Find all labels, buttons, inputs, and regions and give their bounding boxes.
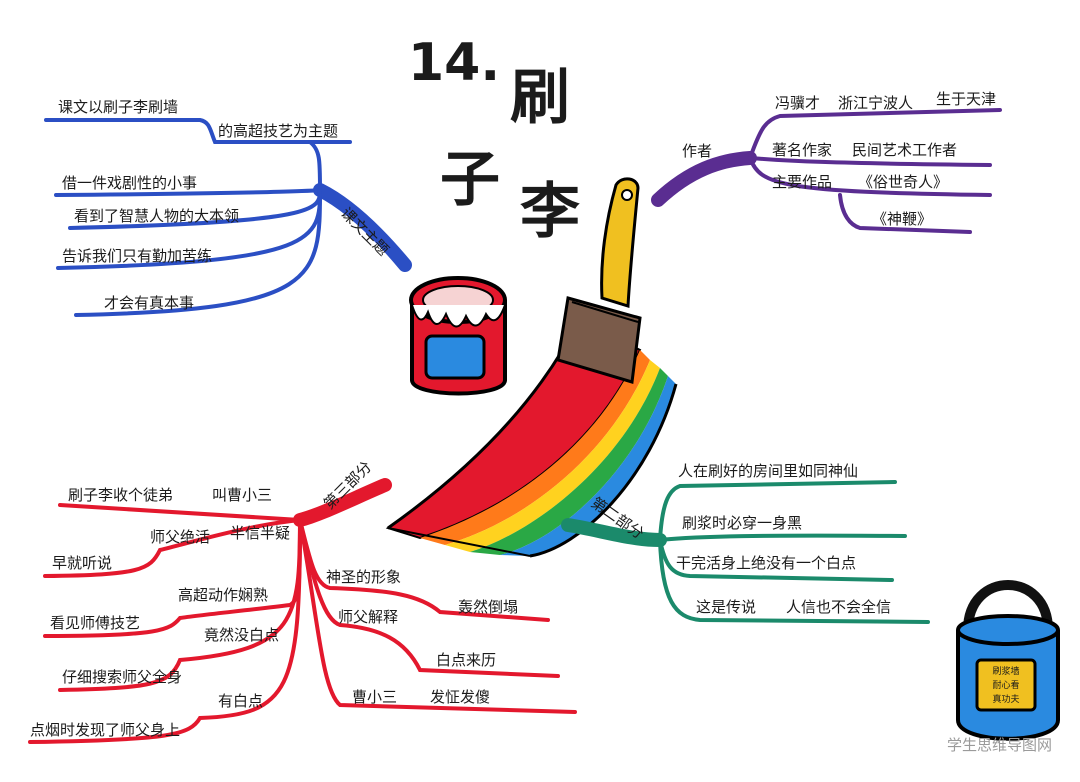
watermark: 学生思维导图网 <box>947 736 1052 754</box>
theme-item-5: 告诉我们只有勤加苦练 <box>62 247 212 265</box>
author-item-6: 主要作品 <box>772 173 832 191</box>
part2-item-4: 这是传说 <box>696 598 756 616</box>
theme-item-1: 课文以刷子李刷墙 <box>58 98 178 116</box>
author-item-1: 冯骥才 <box>775 94 820 112</box>
part3-item-16: 曹小三 <box>352 688 397 706</box>
part3-item-8: 竟然没白点 <box>204 626 279 644</box>
branch-author <box>651 108 1002 234</box>
part2-item-1: 人在刷好的房间里如同神仙 <box>678 462 858 480</box>
author-item-7: 《俗世奇人》 <box>858 173 948 191</box>
title: 14. 刷 子 李 <box>408 33 580 247</box>
title-number: 14. <box>408 33 500 93</box>
part3-item-1: 刷子李收个徒弟 <box>68 486 173 504</box>
branch-theme <box>44 118 412 317</box>
author-item-3: 生于天津 <box>936 90 996 108</box>
title-char-2: 子 <box>440 145 500 215</box>
part3-item-7: 看见师傅技艺 <box>50 614 140 632</box>
paint-brush-illustration <box>385 177 678 558</box>
part3-item-12: 神圣的形象 <box>326 568 401 586</box>
author-item-2: 浙江宁波人 <box>838 94 913 112</box>
part3-item-13: 轰然倒塌 <box>458 598 518 616</box>
theme-item-6: 才会有真本事 <box>104 294 194 312</box>
author-item-5: 民间艺术工作者 <box>852 141 957 159</box>
title-char-3: 李 <box>520 177 580 247</box>
title-char-1: 刷 <box>510 63 570 133</box>
part3-item-14: 师父解释 <box>338 608 398 626</box>
theme-item-4: 看到了智慧人物的大本领 <box>74 207 239 225</box>
author-item-4: 著名作家 <box>772 141 832 159</box>
part3-item-17: 发怔发傻 <box>430 688 490 706</box>
red-paint-can-illustration <box>409 276 507 396</box>
branch-part2 <box>561 480 930 624</box>
theme-item-2: 的高超技艺为主题 <box>218 122 338 140</box>
part2-item-5: 人信也不会全信 <box>786 598 891 616</box>
branch-part3 <box>28 478 577 744</box>
blue-paint-can-illustration: 刷浆墙 耐心看 真功夫 <box>956 580 1060 741</box>
bucket-label-line-1: 刷浆墙 <box>992 665 1019 677</box>
part3-item-5: 早就听说 <box>52 554 112 572</box>
part3-item-2: 叫曹小三 <box>212 486 272 504</box>
part3-item-9: 仔细搜索师父全身 <box>62 668 182 686</box>
part2-item-3: 干完活身上绝没有一个白点 <box>676 554 856 572</box>
part3-item-10: 有白点 <box>218 692 263 710</box>
part3-item-15: 白点来历 <box>436 651 496 669</box>
author-branch-label: 作者 <box>682 142 712 160</box>
theme-item-3: 借一件戏剧性的小事 <box>62 174 197 192</box>
part3-item-6: 高超动作娴熟 <box>178 586 268 604</box>
part2-item-2: 刷浆时必穿一身黑 <box>682 514 802 532</box>
author-item-8: 《神鞭》 <box>872 210 932 228</box>
bucket-label-line-3: 真功夫 <box>992 693 1019 705</box>
bucket-label-line-2: 耐心看 <box>992 679 1019 691</box>
part3-item-4: 半信半疑 <box>230 524 290 542</box>
part3-item-3: 师父绝活 <box>150 528 210 546</box>
part3-item-11: 点烟时发现了师父身上 <box>30 721 180 739</box>
